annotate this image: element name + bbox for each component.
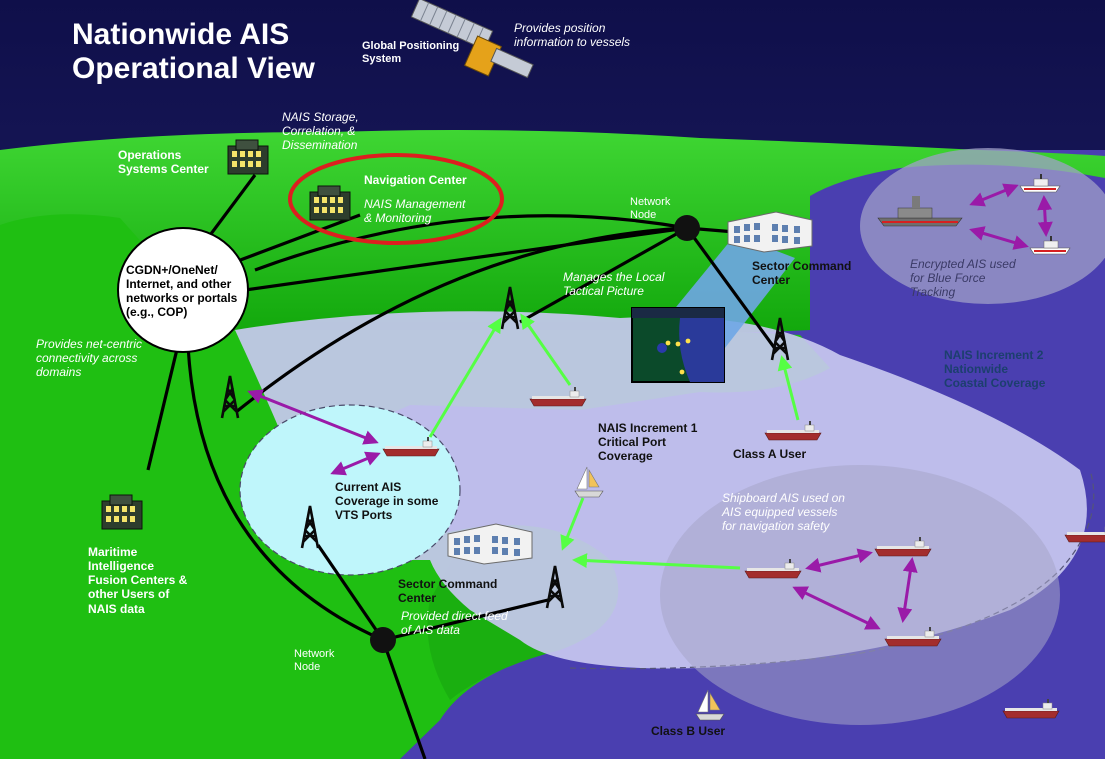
network-links bbox=[146, 174, 778, 759]
current-ais-label: Current AIS Coverage in some VTS Ports bbox=[335, 480, 439, 523]
navigation-center-label: Navigation Center bbox=[364, 173, 467, 187]
diagram-title: Nationwide AIS Operational View bbox=[72, 18, 315, 85]
gps-note: Provides position information to vessels bbox=[514, 21, 631, 50]
sector-command-top-label: Sector Command Center bbox=[752, 259, 852, 288]
encrypted-ais-note: Encrypted AIS used for Blue Force Tracki… bbox=[910, 257, 1016, 300]
hub-label: CGDN+/OneNet/ Internet, and other networ… bbox=[126, 263, 238, 320]
local-picture-note: Manages the Local Tactical Picture bbox=[563, 270, 665, 299]
storage-note: NAIS Storage, Correlation, & Disseminati… bbox=[282, 110, 359, 153]
gps-label: Global Positioning System bbox=[362, 40, 460, 65]
class-a-user-label: Class A User bbox=[733, 447, 807, 461]
class-b-user-label: Class B User bbox=[651, 724, 726, 738]
shipboard-ais-note: Shipboard AIS used on AIS equipped vesse… bbox=[722, 491, 845, 534]
tactical-picture-inset bbox=[631, 307, 725, 383]
network-node-top bbox=[674, 215, 700, 241]
network-node-top-label: Network Node bbox=[630, 196, 671, 221]
network-node-bottom-label: Network Node bbox=[294, 648, 335, 673]
gps-satellite bbox=[410, 0, 534, 79]
increment1-label: NAIS Increment 1 Critical Port Coverage bbox=[598, 421, 698, 464]
warship bbox=[877, 196, 963, 227]
fusion-centers-label: Maritime Intelligence Fusion Centers & o… bbox=[88, 545, 188, 616]
shipboard-ais-area bbox=[660, 465, 1060, 725]
land-north bbox=[0, 130, 1105, 333]
operations-center-label: Operations Systems Center bbox=[118, 148, 209, 177]
navigation-center-highlight bbox=[288, 153, 504, 245]
sector-command-bottom-label: Sector Command Center bbox=[398, 577, 498, 606]
network-node-bottom bbox=[370, 627, 396, 653]
network-hub bbox=[117, 227, 249, 353]
ais-data-arrows bbox=[428, 313, 800, 570]
navigation-center-note: NAIS Management & Monitoring bbox=[364, 197, 466, 226]
net-centric-note: Provides net-centric connectivity across… bbox=[36, 337, 143, 380]
vessel-link-arrows bbox=[247, 183, 1053, 630]
direct-feed-note: Provided direct feed of AIS data bbox=[401, 609, 508, 638]
increment2-label: NAIS Increment 2 Nationwide Coastal Cove… bbox=[944, 348, 1046, 391]
